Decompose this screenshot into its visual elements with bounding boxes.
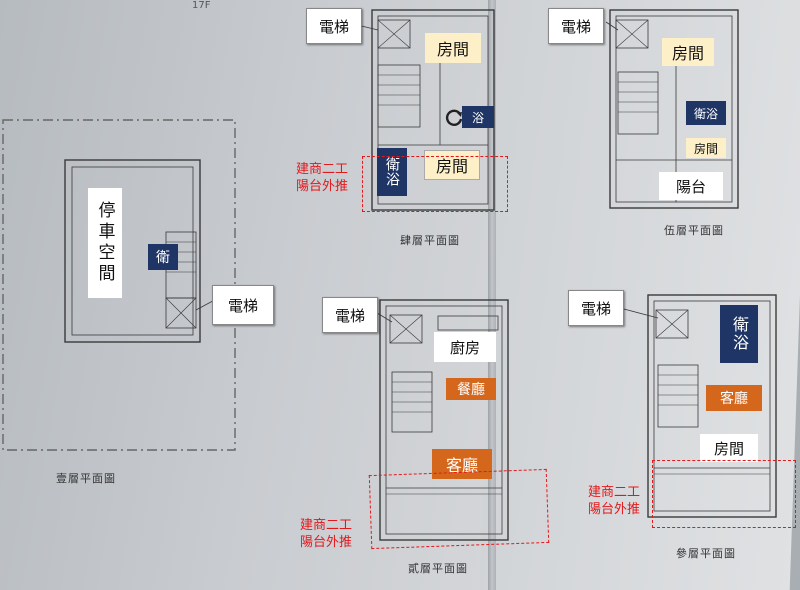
label-floor5-room2: 房間	[686, 138, 726, 158]
label-floor5-balcony: 陽台	[659, 172, 723, 200]
plan-floor-2	[379, 299, 509, 541]
label-floor5-bath: 衛浴	[686, 101, 726, 125]
plan-floor-3	[647, 294, 777, 518]
caption-floor-5: 伍層平面圖	[664, 224, 724, 237]
book-spine	[488, 0, 496, 590]
floor3-extension-outline	[652, 460, 796, 528]
label-floor1-elevator: 電梯	[212, 285, 274, 325]
plan-floor-1	[2, 119, 236, 451]
caption-floor-4: 肆層平面圖	[400, 234, 460, 247]
label-floor3-bath: 衛浴	[720, 305, 758, 363]
caption-floor-3: 參層平面圖	[676, 547, 736, 560]
label-parking: 停車空間	[88, 188, 122, 298]
floor4-extension-outline	[362, 156, 508, 212]
label-floor2-kitchen: 廚房	[434, 332, 496, 362]
rotate-handle-icon[interactable]	[442, 105, 466, 129]
label-floor4-room2[interactable]: 房間	[424, 150, 480, 180]
floor4-note: 建商二工 陽台外推	[295, 162, 348, 194]
label-floor3-elevator: 電梯	[568, 290, 624, 326]
label-floor5-elevator: 電梯	[548, 8, 604, 44]
label-floor4-elevator: 電梯	[306, 8, 362, 44]
plan-floor-5	[609, 9, 739, 209]
label-floor1-bath: 衛	[148, 244, 178, 270]
label-floor4-bath-small: 浴	[462, 106, 494, 128]
label-floor2-living: 客廳	[432, 449, 492, 479]
floor2-note: 建商二工 陽台外推	[299, 518, 352, 550]
label-floor2-dining: 餐廳	[446, 378, 496, 400]
floor2-extension-outline	[368, 468, 550, 550]
caption-floor-2: 貳層平面圖	[408, 562, 468, 575]
label-floor3-living: 客廳	[706, 385, 762, 411]
label-floor2-elevator: 電梯	[322, 297, 378, 333]
floor3-note: 建商二工 陽台外推	[587, 485, 640, 517]
label-floor5-room1: 房間	[662, 38, 714, 66]
label-floor4-room1: 房間	[425, 33, 481, 63]
caption-floor-1: 壹層平面圖	[56, 472, 116, 485]
label-floor3-room: 房間	[700, 434, 758, 462]
header-note: 17F	[192, 0, 211, 11]
